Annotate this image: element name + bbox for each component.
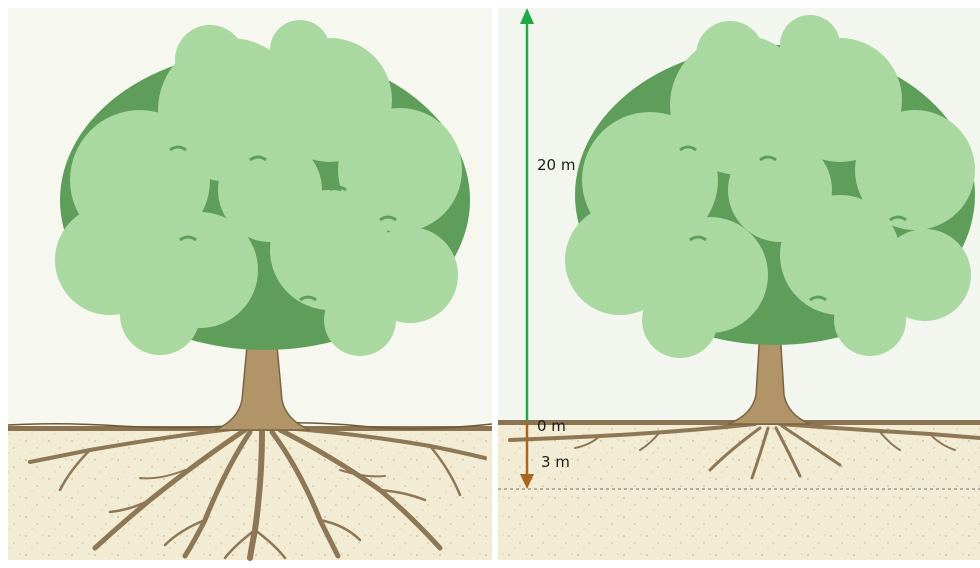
left-panel	[8, 8, 492, 560]
depth-label: 3 m	[541, 453, 570, 471]
height-label: 20 m	[537, 156, 575, 174]
right-panel	[498, 8, 980, 560]
ground-label: 0 m	[537, 417, 566, 435]
